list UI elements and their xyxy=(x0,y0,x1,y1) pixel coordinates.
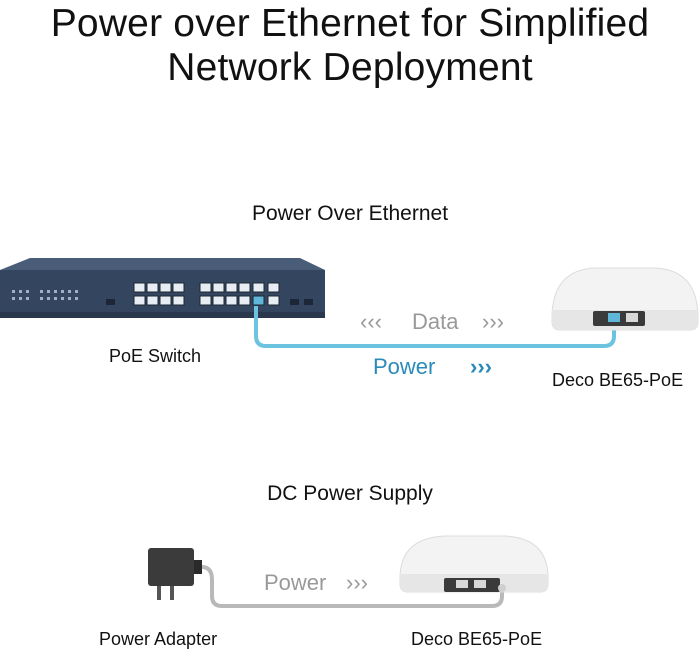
power-adapter-icon xyxy=(148,548,202,600)
deco-device-icon xyxy=(399,535,549,593)
deco-label-dc: Deco BE65-PoE xyxy=(411,629,543,649)
poe-switch-icon xyxy=(0,258,325,318)
deco-device-icon xyxy=(551,267,699,331)
data-flow-right-arrows: ››› xyxy=(482,309,504,334)
power-adapter-label: Power Adapter xyxy=(99,629,218,649)
poe-section-heading: Power Over Ethernet xyxy=(251,202,449,225)
power-flow-arrows: ››› xyxy=(470,354,492,379)
data-flow-left-arrows: ‹‹‹ xyxy=(360,309,382,334)
poe-switch-label: PoE Switch xyxy=(109,346,202,366)
deco-label-poe: Deco BE65-PoE xyxy=(552,370,684,390)
power-flow-label: Power xyxy=(373,354,436,379)
dc-section-heading: DC Power Supply xyxy=(267,482,433,505)
dc-power-arrows: ››› xyxy=(346,570,368,595)
page-title-line2: Network Deployment xyxy=(167,46,533,89)
power-cable-icon xyxy=(201,565,504,608)
ethernet-cable-icon xyxy=(254,306,616,348)
dc-power-label: Power xyxy=(264,570,327,595)
data-flow-label: Data xyxy=(412,309,459,334)
page-title-line1: Power over Ethernet for Simplified xyxy=(50,2,650,45)
